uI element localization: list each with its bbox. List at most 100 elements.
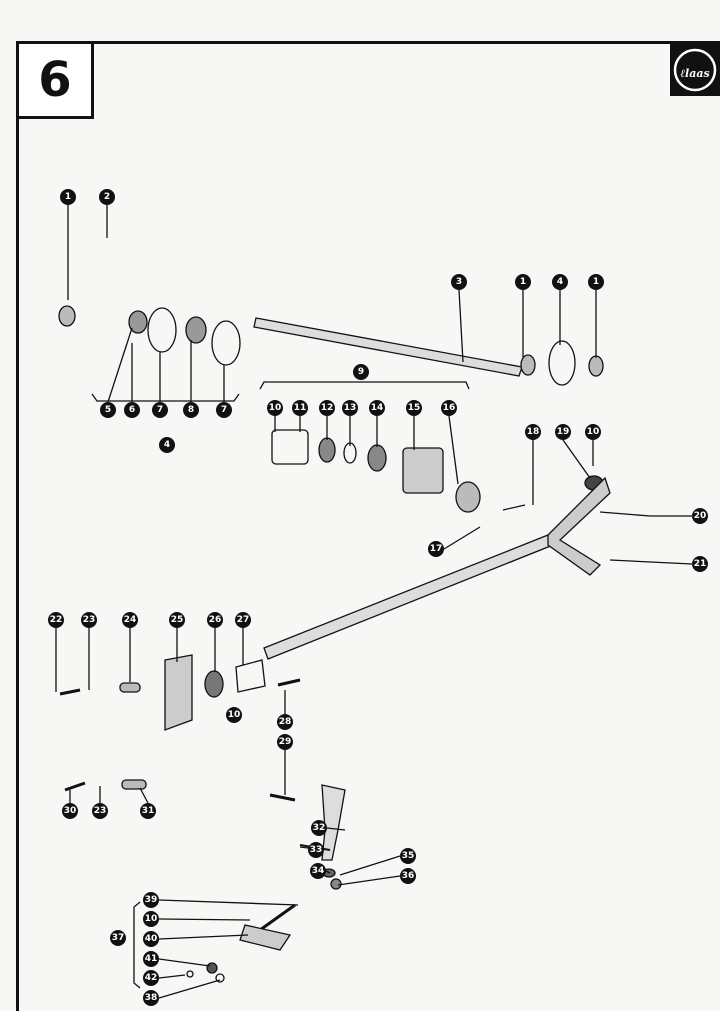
callout-number: 40 — [145, 934, 158, 944]
callout-number: 4 — [164, 440, 170, 450]
callout-32: 32 — [311, 820, 327, 836]
callout-circle — [515, 274, 531, 290]
callout-circle — [400, 848, 416, 864]
callout-4: 4 — [552, 274, 568, 290]
callout-21: 21 — [692, 556, 708, 572]
callout-number: 39 — [145, 895, 158, 905]
frame-top-border — [16, 41, 720, 44]
callout-37: 37 — [110, 930, 126, 946]
callout-number: 33 — [310, 845, 323, 855]
callout-circle — [441, 400, 457, 416]
callout-number: 16 — [443, 403, 456, 413]
callout-number: 4 — [557, 277, 563, 287]
callout-29: 29 — [277, 734, 293, 750]
callout-circle — [143, 892, 159, 908]
callout-circle — [308, 842, 324, 858]
callout-16: 16 — [441, 400, 457, 416]
callout-14: 14 — [369, 400, 385, 416]
callout-number: 9 — [358, 367, 364, 377]
callout-circle — [124, 402, 140, 418]
callout-circle — [585, 424, 601, 440]
callout-circle — [207, 612, 223, 628]
callout-6: 6 — [124, 402, 140, 418]
callout-42: 42 — [143, 970, 159, 986]
callout-1: 1 — [588, 274, 604, 290]
callout-number: 41 — [145, 954, 158, 964]
callout-25: 25 — [169, 612, 185, 628]
callout-number: 19 — [557, 427, 570, 437]
callout-circle — [428, 541, 444, 557]
callout-number: 10 — [228, 710, 241, 720]
callout-33: 33 — [308, 842, 324, 858]
callout-19: 19 — [555, 424, 571, 440]
callout-number: 30 — [64, 806, 77, 816]
callout-circle — [143, 931, 159, 947]
callout-number: 35 — [402, 851, 415, 861]
callout-circle — [525, 424, 541, 440]
callout-number: 10 — [587, 427, 600, 437]
callout-number: 7 — [221, 405, 227, 415]
callout-circle — [143, 951, 159, 967]
callout-number: 36 — [402, 871, 415, 881]
callout-4: 4 — [159, 437, 175, 453]
callout-number: 24 — [124, 615, 137, 625]
callout-number: 23 — [83, 615, 96, 625]
callout-number: 34 — [312, 866, 325, 876]
callout-11: 11 — [292, 400, 308, 416]
callout-circle — [99, 189, 115, 205]
callout-10: 10 — [585, 424, 601, 440]
callout-5: 5 — [100, 402, 116, 418]
callout-number: 28 — [279, 717, 292, 727]
callout-number: 5 — [105, 405, 111, 415]
callout-9: 9 — [353, 364, 369, 380]
callout-circle — [159, 437, 175, 453]
callout-number: 25 — [171, 615, 184, 625]
callout-number: 15 — [408, 403, 421, 413]
callout-number: 10 — [145, 914, 158, 924]
callout-39: 39 — [143, 892, 159, 908]
callout-number: 22 — [50, 615, 63, 625]
callout-13: 13 — [342, 400, 358, 416]
callout-number: 1 — [593, 277, 599, 287]
callout-number: 1 — [520, 277, 526, 287]
callout-circle — [555, 424, 571, 440]
callout-circle — [692, 508, 708, 524]
callout-18: 18 — [525, 424, 541, 440]
callout-number: 20 — [694, 511, 707, 521]
callout-7: 7 — [216, 402, 232, 418]
callout-15: 15 — [406, 400, 422, 416]
callout-circle — [143, 911, 159, 927]
callout-7: 7 — [152, 402, 168, 418]
callout-number: 12 — [321, 403, 334, 413]
callout-8: 8 — [183, 402, 199, 418]
callout-3: 3 — [451, 274, 467, 290]
callout-circle — [342, 400, 358, 416]
callout-number: 11 — [294, 403, 307, 413]
callout-circle — [143, 990, 159, 1006]
callout-10: 10 — [143, 911, 159, 927]
callout-number: 26 — [209, 615, 222, 625]
callout-circle — [292, 400, 308, 416]
callout-number: 3 — [456, 277, 462, 287]
callout-35: 35 — [400, 848, 416, 864]
callout-20: 20 — [692, 508, 708, 524]
callout-circle — [62, 803, 78, 819]
callout-circle — [353, 364, 369, 380]
callout-31: 31 — [140, 803, 156, 819]
callout-1: 1 — [515, 274, 531, 290]
callout-number: 42 — [145, 973, 158, 983]
callout-26: 26 — [207, 612, 223, 628]
page-number: 6 — [16, 41, 94, 119]
svg-text:ℓlaas: ℓlaas — [680, 67, 709, 80]
callout-circle — [552, 274, 568, 290]
callout-circle — [169, 612, 185, 628]
callout-circle — [140, 803, 156, 819]
callout-number: 8 — [188, 405, 194, 415]
callout-17: 17 — [428, 541, 444, 557]
callout-40: 40 — [143, 931, 159, 947]
callout-circle — [267, 400, 283, 416]
callout-number: 21 — [694, 559, 707, 569]
parts-drawing — [55, 205, 693, 999]
